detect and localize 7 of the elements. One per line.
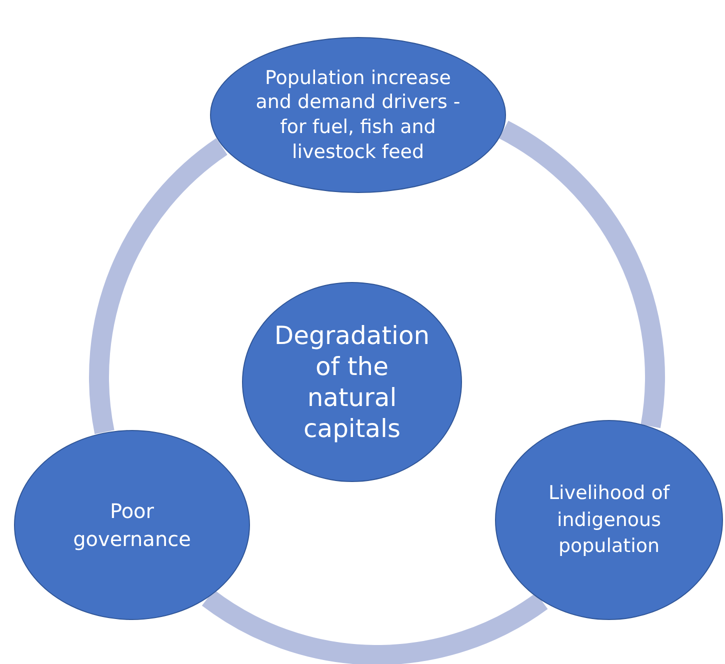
ring-connector	[202, 589, 548, 664]
node-label: Population increase and demand drivers - for fuel, fish and livestock feed	[254, 66, 462, 164]
node-label: Livelihood of indigenous population	[547, 481, 671, 560]
ring-connector	[498, 121, 665, 428]
node-label: Poor governance	[72, 498, 192, 553]
node-label: Degradation of the natural capitals	[273, 320, 431, 444]
ring-connector	[89, 138, 228, 434]
